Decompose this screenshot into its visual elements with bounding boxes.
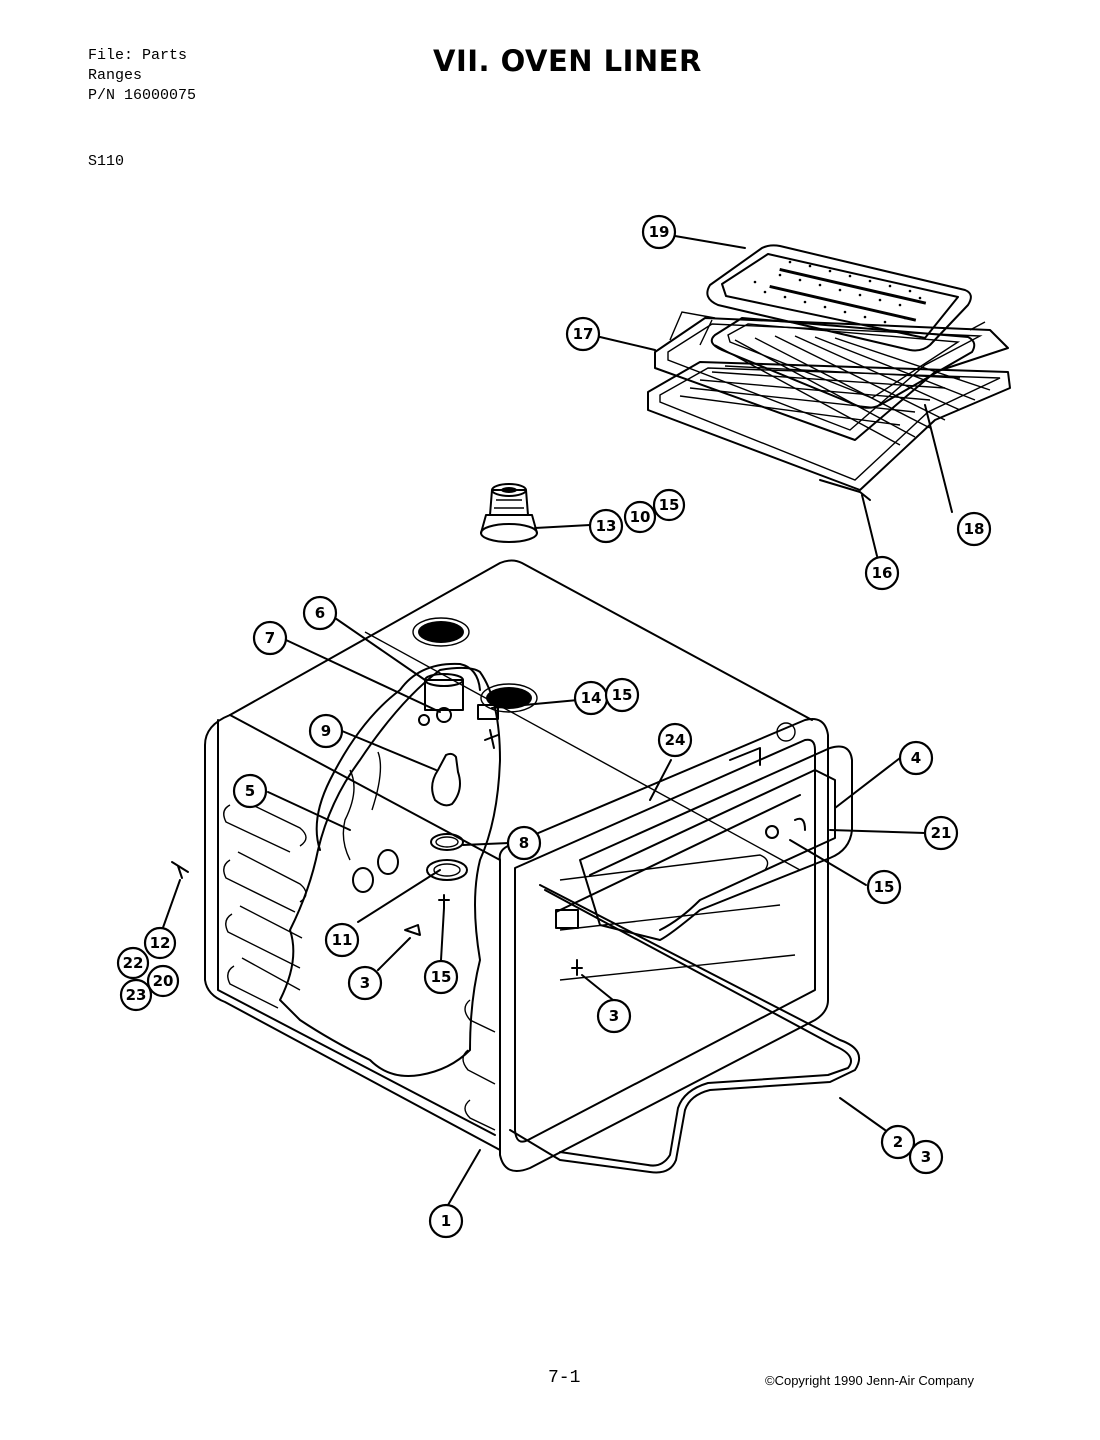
oven-liner-body (204, 559, 829, 1172)
part-number-line: P/N 16000075 (88, 87, 197, 104)
svg-text:15: 15 (659, 496, 680, 514)
oven-rack-lower (647, 335, 1011, 501)
callout-22: 22 (116, 946, 150, 980)
svg-text:18: 18 (964, 520, 985, 538)
svg-text:3: 3 (360, 974, 370, 992)
model-number: S110 (88, 153, 125, 170)
svg-text:15: 15 (612, 686, 633, 704)
svg-text:16: 16 (872, 564, 893, 582)
heating-elements (509, 745, 860, 1174)
svg-text:1: 1 (441, 1212, 451, 1230)
svg-text:10: 10 (630, 508, 651, 526)
callout-15: 15 (604, 677, 640, 713)
callout-16: 16 (864, 555, 900, 591)
svg-text:15: 15 (431, 968, 452, 986)
callout-3: 3 (596, 998, 632, 1034)
callout-13: 13 (588, 508, 624, 544)
svg-text:11: 11 (332, 931, 353, 949)
page-title: VII. OVEN LINER (433, 44, 702, 78)
page-number: 7-1 (548, 1368, 581, 1388)
category-line: Ranges (88, 67, 143, 84)
svg-text:19: 19 (649, 223, 670, 241)
callout-3: 3 (908, 1139, 944, 1175)
callout-24: 24 (657, 722, 693, 758)
callout-9: 9 (308, 713, 344, 749)
file-header: File: Parts Ranges P/N 16000075 (88, 46, 196, 106)
callout-3: 3 (347, 965, 383, 1001)
svg-text:3: 3 (921, 1148, 931, 1166)
light-socket-assembly (480, 483, 538, 543)
callout-23: 23 (119, 978, 153, 1012)
callout-14: 14 (573, 680, 609, 716)
svg-text:14: 14 (581, 689, 602, 707)
svg-text:23: 23 (126, 986, 147, 1004)
svg-text:12: 12 (150, 934, 171, 952)
copyright-notice: ©Copyright 1990 Jenn-Air Company (765, 1373, 975, 1388)
oven-rack-upper (654, 311, 1009, 441)
svg-text:6: 6 (315, 604, 325, 622)
callout-12: 12 (143, 926, 177, 960)
svg-text:22: 22 (123, 954, 144, 972)
svg-text:5: 5 (245, 782, 255, 800)
pan-perforations (753, 260, 922, 324)
callout-5: 5 (232, 773, 268, 809)
svg-text:3: 3 (609, 1007, 619, 1025)
svg-text:20: 20 (153, 972, 174, 990)
file-line: File: Parts (88, 47, 188, 64)
svg-text:21: 21 (931, 824, 952, 842)
callout-6: 6 (302, 595, 338, 631)
callout-11: 11 (324, 922, 360, 958)
callout-1: 1 (428, 1203, 464, 1239)
callout-15: 15 (652, 488, 686, 522)
svg-text:24: 24 (665, 731, 686, 749)
callout-2: 2 (880, 1124, 916, 1160)
callout-21: 21 (923, 815, 959, 851)
svg-text:4: 4 (911, 749, 921, 767)
callout-20: 20 (146, 964, 180, 998)
svg-text:9: 9 (321, 722, 331, 740)
light-components (171, 662, 499, 936)
svg-text:17: 17 (573, 325, 594, 343)
svg-text:7: 7 (265, 629, 275, 647)
leader-lines (159, 235, 953, 1206)
callout-4: 4 (898, 740, 934, 776)
callout-7: 7 (252, 620, 288, 656)
svg-text:15: 15 (874, 878, 895, 896)
svg-text:13: 13 (596, 517, 617, 535)
callout-8: 8 (506, 825, 542, 861)
callout-10: 10 (623, 500, 657, 534)
callout-19: 19 (641, 214, 677, 250)
callout-17: 17 (565, 316, 601, 352)
callout-15: 15 (866, 869, 902, 905)
broiler-pan (706, 244, 972, 352)
svg-text:8: 8 (519, 834, 529, 852)
callout-18: 18 (956, 511, 992, 547)
callout-15: 15 (423, 959, 459, 995)
svg-text:2: 2 (893, 1133, 903, 1151)
